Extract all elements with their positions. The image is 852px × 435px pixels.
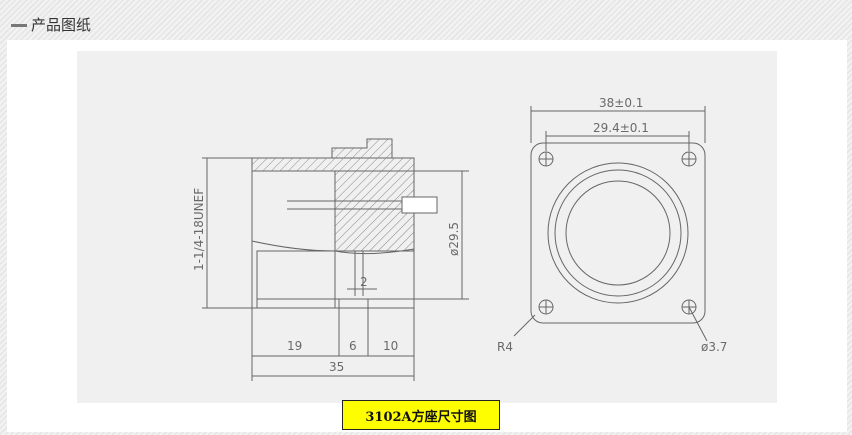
drawing-caption: 3102A方座尺寸图 — [342, 400, 500, 430]
dim-side-rear: 10 — [383, 339, 398, 353]
front-view — [513, 106, 708, 342]
dim-corner-radius: R4 — [497, 340, 513, 354]
dim-thread: 1-1/4-18UNEF — [192, 188, 206, 271]
dim-side-dia: ø29.5 — [447, 222, 461, 256]
dash-icon — [11, 24, 27, 27]
dim-side-width: 35 — [329, 360, 344, 374]
dim-side-gap: 2 — [360, 275, 368, 289]
drawing-panel: 19 6 10 35 2 1-1/4-18UNEF ø29.5 — [7, 40, 847, 432]
dim-hole-dia: ø3.7 — [701, 340, 727, 354]
dim-side-front: 19 — [287, 339, 302, 353]
drawing-svg: 19 6 10 35 2 1-1/4-18UNEF ø29.5 — [192, 96, 727, 381]
dim-flange-width: 38±0.1 — [599, 96, 643, 110]
side-view — [202, 138, 469, 381]
dim-hole-spacing: 29.4±0.1 — [593, 121, 649, 135]
section-header: 产品图纸 — [0, 0, 852, 40]
dim-side-mid: 6 — [349, 339, 357, 353]
section-title: 产品图纸 — [31, 16, 92, 34]
technical-drawing: 19 6 10 35 2 1-1/4-18UNEF ø29.5 — [77, 51, 777, 403]
